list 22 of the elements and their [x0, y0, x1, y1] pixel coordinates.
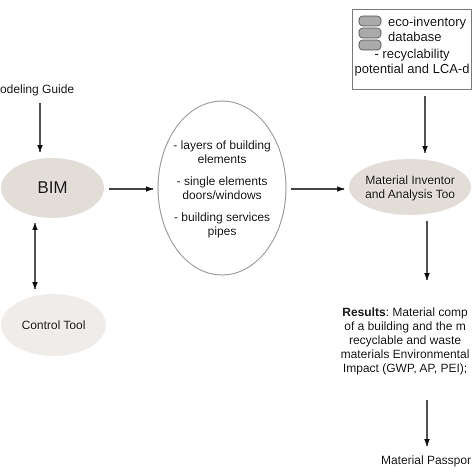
description-text: - recyclability potential and LCA-d	[354, 46, 470, 76]
list-item: - layers of building elements	[172, 138, 272, 166]
label-text: odeling Guide	[0, 82, 74, 96]
process-ellipse	[348, 158, 472, 216]
results-text: Results: Material comp of a building and the m recyclable and waste materials Environmental Impact (GWP, AP, PEI);	[340, 305, 470, 375]
process-ellipse	[0, 157, 105, 219]
arrow	[424, 220, 430, 280]
arrow	[424, 400, 430, 446]
list-ellipse	[157, 100, 287, 276]
arrow	[291, 186, 344, 192]
list-item: - single elements doors/windows	[176, 174, 268, 202]
node-label: Control Tool	[22, 318, 86, 332]
arrow	[37, 103, 43, 152]
arrow	[422, 96, 428, 153]
list-item: - building services pipes	[172, 210, 272, 238]
arrow	[108, 186, 153, 192]
node-label: Material Inventor and Analysis Too	[364, 173, 456, 201]
database-box	[352, 9, 472, 90]
node-label: BIM	[37, 178, 68, 198]
arrow	[32, 223, 38, 289]
label-text: Material Passpor	[380, 453, 472, 467]
database-label: eco-inventory database	[388, 14, 468, 44]
